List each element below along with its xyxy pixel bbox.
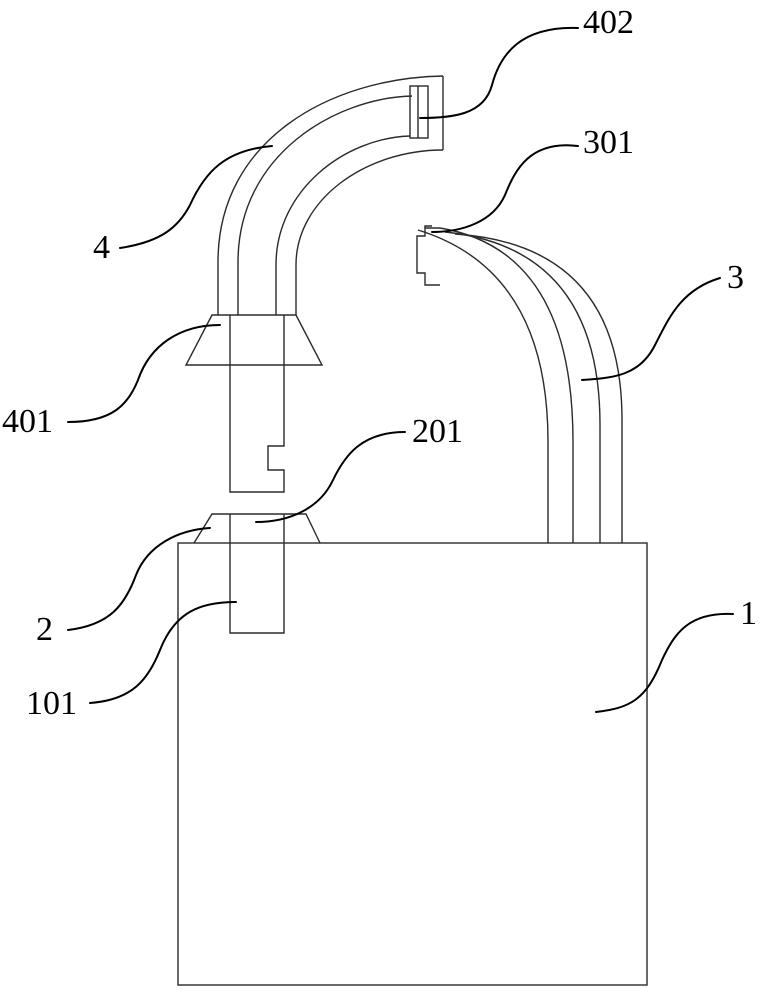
cone-seat (193, 513, 321, 544)
label-1: 1 (740, 595, 757, 632)
label-201: 201 (412, 413, 463, 450)
label-4: 4 (93, 229, 110, 266)
body-hole (229, 543, 285, 634)
leader-3 (581, 277, 721, 381)
fixed-shackle-tip (416, 225, 440, 286)
detachable-shackle (217, 75, 444, 315)
leader-1 (595, 612, 734, 713)
leader-4 (119, 145, 273, 249)
lock-body (177, 542, 648, 986)
label-2: 2 (36, 611, 53, 648)
fixed-shackle (417, 227, 623, 543)
leader-201 (255, 431, 406, 523)
leader-401 (67, 324, 221, 423)
label-301: 301 (583, 124, 634, 161)
label-401: 401 (2, 403, 53, 440)
leader-2 (67, 527, 211, 631)
shackle-plug (184, 314, 324, 493)
leader-301 (431, 144, 579, 233)
reference-numerals: 402 301 4 3 401 201 2 1 101 (2, 4, 757, 722)
shackle-end-insert (409, 85, 429, 139)
leader-lines (67, 26, 734, 713)
label-3: 3 (727, 259, 744, 296)
leader-402 (419, 26, 579, 119)
label-402: 402 (583, 4, 634, 41)
leader-101 (89, 601, 237, 704)
label-101: 101 (26, 685, 77, 722)
